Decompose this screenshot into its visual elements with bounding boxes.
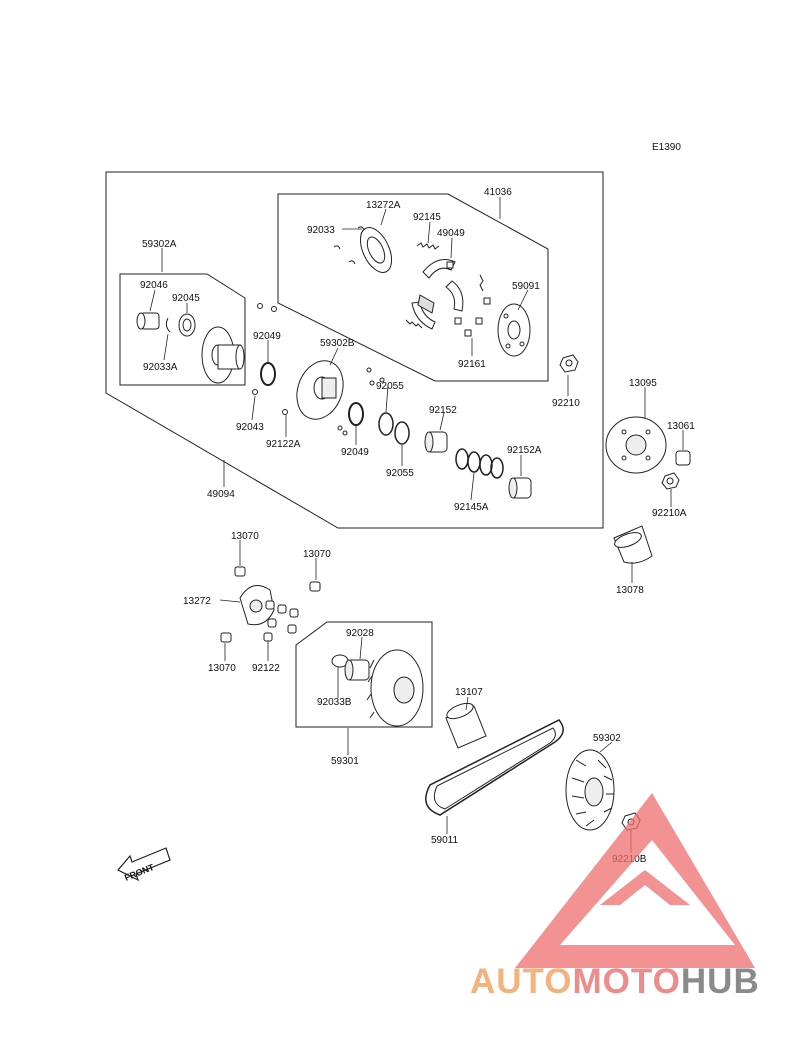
drive-plate-59091 [497,303,531,357]
bearing-92045 [178,313,196,337]
clutch-plate-13272a [359,227,393,273]
pulley-59301 [366,649,424,727]
clutch-shoe-49049 [411,259,464,330]
label-92033: 92033 [307,225,335,236]
small-nuts [252,303,288,415]
label-92122: 92122 [252,663,280,674]
fan-pulley-59302 [565,749,615,831]
cover-13078 [613,525,653,564]
label-92210: 92210 [552,398,580,409]
label-13095: 13095 [629,378,657,389]
collar-92152 [424,431,448,453]
label-92152: 92152 [429,405,457,416]
o-ring-92055-a [378,412,394,436]
label-92043: 92043 [236,422,264,433]
o-ring-92055-b [394,421,410,445]
rollers-92122 [263,600,299,642]
label-92055-a: 92055 [376,381,404,392]
label-92152a: 92152A [507,445,542,456]
group-outline-41036 [277,193,549,382]
label-92210a: 92210A [652,508,687,519]
label-59302b: 59302B [320,338,355,349]
watermark-logo [515,793,755,968]
bearing-92028 [344,659,370,681]
group-outline-59301 [295,621,433,728]
nut-92210a [661,472,680,490]
label-13061: 13061 [667,421,695,432]
label-13107: 13107 [455,687,483,698]
part-labels: 41036 13272A 92145 92033 49049 59091 921… [140,187,695,865]
label-59302a: 59302A [142,239,177,250]
label-92046: 92046 [140,280,168,291]
label-59011: 59011 [431,835,459,846]
spring-92145 [416,242,440,250]
label-13272a: 13272A [366,200,401,211]
label-13078: 13078 [616,585,644,596]
nut-92210 [559,354,579,373]
ring-92033a [165,317,171,333]
label-92049-b: 92049 [341,447,369,458]
collar-92152a [508,477,532,499]
label-92049-a: 92049 [253,331,281,342]
label-92045: 92045 [172,293,200,304]
o-ring-92049-a [260,362,276,386]
collar-13061 [675,450,691,466]
front-arrow: FRONT [117,847,171,883]
label-49094: 49094 [207,489,235,500]
label-92122a: 92122A [266,439,301,450]
clip-92033 [333,226,365,265]
watermark-text: AUTOMOTOHUB [470,962,760,1002]
watermark-moto: MOTO [572,962,681,1001]
label-92145a: 92145A [454,502,489,513]
o-ring-92049-b [348,402,364,426]
group-outline-49094 [105,171,604,529]
spring-rings-92145a [455,448,504,479]
label-92033b: 92033B [317,697,352,708]
small-pieces [337,367,385,436]
sheave-59302b [296,360,344,420]
label-13070-c: 13070 [208,663,236,674]
sheave-59302a [201,326,245,384]
label-13272: 13272 [183,596,211,607]
slider-13070 [220,566,321,643]
watermark-auto: AUTO [470,962,573,1001]
label-92028: 92028 [346,628,374,639]
label-41036: 41036 [484,187,512,198]
diagram-code: E1390 [652,142,681,153]
label-92033a: 92033A [143,362,178,373]
label-49049: 49049 [437,228,465,239]
clutch-housing-13095 [605,416,667,474]
drive-belt-59011 [425,719,564,816]
label-13070-b: 13070 [303,549,331,560]
bearing-92046 [136,312,160,330]
sleeve-13107 [445,702,487,749]
label-59302: 59302 [593,733,621,744]
shoe-spring [405,274,484,329]
label-92055-b: 92055 [386,468,414,479]
group-outline-59302a [119,273,246,386]
label-59301: 59301 [331,756,359,767]
watermark-hub: HUB [680,962,760,1001]
label-92145: 92145 [413,212,441,223]
pin-set [446,261,491,337]
ramp-plate-13272 [239,585,275,626]
label-59091: 59091 [512,281,540,292]
label-92161: 92161 [458,359,486,370]
label-13070-a: 13070 [231,531,259,542]
